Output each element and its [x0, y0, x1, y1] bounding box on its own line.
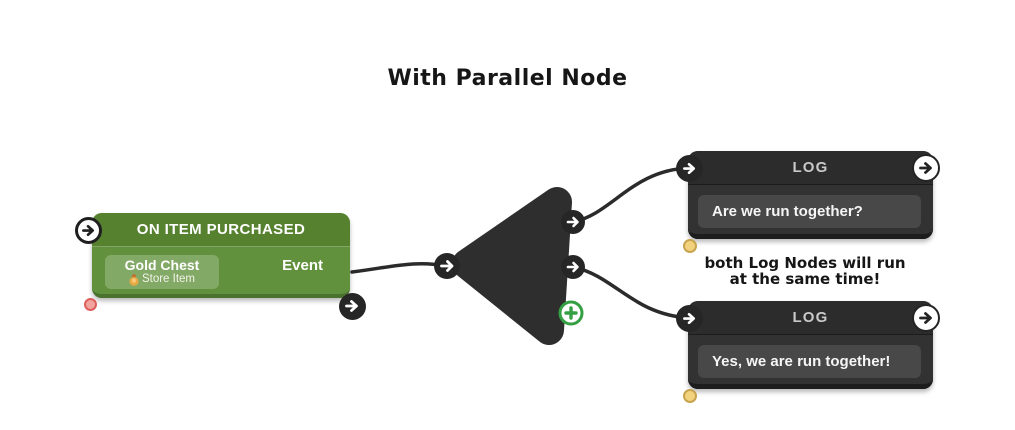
arrow-right-icon	[566, 261, 579, 273]
annotation-note: both Log Nodes will run at the same time…	[660, 255, 950, 287]
arrow-right-icon	[683, 162, 696, 175]
event-node-body: Gold Chest Store Item Event	[83, 247, 366, 320]
log-node-2[interactable]: LOG Yes, we are run together!	[676, 301, 940, 403]
arrow-right-icon	[566, 216, 579, 228]
log-node-header: LOG	[688, 151, 933, 185]
event-output-label: Event	[282, 257, 323, 274]
log-node-header: LOG	[688, 301, 933, 335]
wire-event-to-parallel[interactable]	[350, 261, 449, 274]
parallel-node-shape[interactable]	[452, 187, 572, 345]
arrow-right-icon	[919, 312, 932, 324]
arrow-right-icon	[345, 300, 358, 312]
log-exec-out-port[interactable]	[912, 304, 940, 332]
log-exec-out-port[interactable]	[912, 154, 940, 182]
wire-parallel-to-log-2[interactable]	[571, 265, 691, 320]
arrow-right-icon	[683, 312, 696, 325]
log-node-body: Yes, we are run together!	[683, 335, 933, 403]
parallel-exec-out-port-2[interactable]	[561, 255, 585, 279]
wire-parallel-to-log-1[interactable]	[571, 166, 691, 224]
item-type-label: Store Item	[141, 273, 196, 285]
arrow-right-icon	[440, 260, 454, 272]
add-output-button[interactable]	[558, 300, 584, 326]
log-message-chip[interactable]: Yes, we are run together!	[698, 345, 921, 378]
arrow-right-icon	[81, 224, 94, 236]
item-name: Gold Chest	[124, 257, 200, 273]
moneybag-icon	[129, 273, 139, 286]
page-title: With Parallel Node	[387, 66, 628, 91]
log-node-body: Are we run together?	[683, 185, 933, 253]
arrow-right-icon	[919, 162, 932, 174]
event-node[interactable]: ON ITEM PURCHASED Gold Chest Store Item …	[74, 213, 366, 320]
event-node-header: ON ITEM PURCHASED	[92, 213, 350, 247]
item-type-row: Store Item	[105, 273, 219, 286]
message-input-port[interactable]	[683, 239, 697, 253]
log-node-1[interactable]: LOG Are we run together?	[676, 151, 940, 253]
plus-icon	[564, 306, 578, 320]
annotation-line-1: both Log Nodes will run	[704, 254, 906, 272]
log-exec-in-port[interactable]	[676, 155, 703, 182]
log-exec-in-port[interactable]	[676, 305, 703, 332]
annotation-line-2: at the same time!	[729, 270, 881, 288]
exec-input-port[interactable]	[74, 216, 102, 244]
message-input-port[interactable]	[683, 389, 697, 403]
parallel-exec-in-port[interactable]	[434, 253, 460, 279]
item-chip[interactable]: Gold Chest Store Item	[105, 255, 219, 289]
parallel-exec-out-port-1[interactable]	[561, 210, 585, 234]
item-input-port[interactable]	[83, 298, 97, 311]
log-message-chip[interactable]: Are we run together?	[698, 195, 921, 228]
event-output-port[interactable]	[338, 292, 366, 320]
